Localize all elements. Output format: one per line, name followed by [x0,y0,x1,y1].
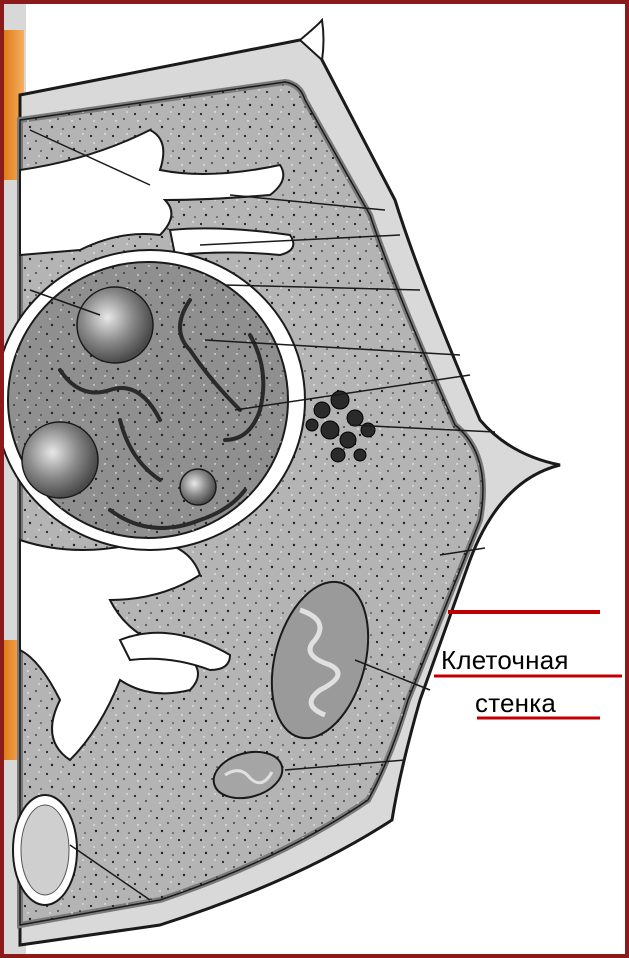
slide-frame [0,0,629,958]
slide: Клеточная стенка [0,0,629,958]
